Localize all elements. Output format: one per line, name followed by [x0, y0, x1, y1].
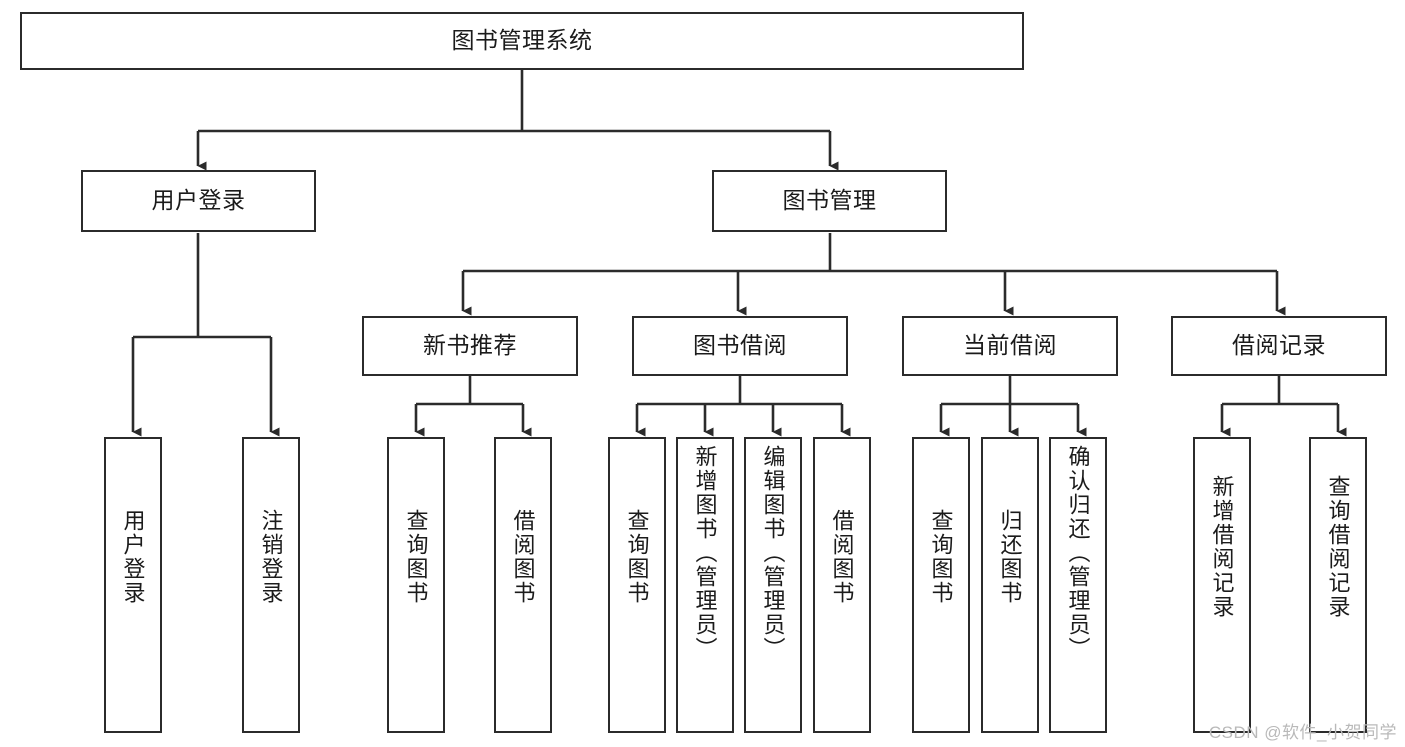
node-label: 确认归还（管理员）	[1065, 445, 1091, 661]
node-label: 新增借阅记录	[1209, 475, 1235, 619]
node-root-system[interactable]: 图书管理系统	[20, 12, 1024, 70]
node-user-login[interactable]: 用户登录	[81, 170, 316, 232]
csdn-watermark: CSDN @软件_小贺同学	[1208, 723, 1397, 742]
node-new-book-recommend[interactable]: 新书推荐	[362, 316, 578, 376]
node-book-management[interactable]: 图书管理	[712, 170, 947, 232]
node-label: 用户登录	[151, 187, 246, 214]
leaf-borrow-query-book[interactable]: 查询图书	[608, 437, 666, 733]
node-label: 编辑图书（管理员）	[760, 445, 786, 661]
node-label: 查询图书	[624, 509, 650, 605]
node-borrow-records[interactable]: 借阅记录	[1171, 316, 1387, 376]
leaf-current-return-book[interactable]: 归还图书	[981, 437, 1039, 733]
leaf-records-add-record[interactable]: 新增借阅记录	[1193, 437, 1251, 733]
leaf-borrow-add-book-admin[interactable]: 新增图书（管理员）	[676, 437, 734, 733]
node-label: 图书管理系统	[451, 27, 593, 54]
node-label: 借阅记录	[1232, 332, 1326, 359]
leaf-user-login-logout[interactable]: 注销登录	[242, 437, 300, 733]
leaf-borrow-edit-book-admin[interactable]: 编辑图书（管理员）	[744, 437, 802, 733]
leaf-current-confirm-return-admin[interactable]: 确认归还（管理员）	[1049, 437, 1107, 733]
node-label: 用户登录	[120, 509, 146, 605]
node-label: 图书管理	[782, 187, 877, 214]
node-label: 查询借阅记录	[1325, 475, 1351, 619]
leaf-new-book-borrow[interactable]: 借阅图书	[494, 437, 552, 733]
leaf-borrow-borrow-book[interactable]: 借阅图书	[813, 437, 871, 733]
leaf-records-query-record[interactable]: 查询借阅记录	[1309, 437, 1367, 733]
leaf-new-book-query[interactable]: 查询图书	[387, 437, 445, 733]
leaf-current-query-book[interactable]: 查询图书	[912, 437, 970, 733]
node-label: 借阅图书	[829, 509, 855, 605]
node-label: 新书推荐	[423, 332, 517, 359]
node-label: 查询图书	[403, 509, 429, 605]
node-current-borrow[interactable]: 当前借阅	[902, 316, 1118, 376]
node-label: 图书借阅	[693, 332, 787, 359]
node-label: 当前借阅	[963, 332, 1057, 359]
leaf-user-login-login[interactable]: 用户登录	[104, 437, 162, 733]
node-label: 借阅图书	[510, 509, 536, 605]
node-book-borrow[interactable]: 图书借阅	[632, 316, 848, 376]
node-label: 注销登录	[258, 509, 284, 605]
node-label: 归还图书	[997, 509, 1023, 605]
node-label: 新增图书（管理员）	[692, 445, 718, 661]
node-label: 查询图书	[928, 509, 954, 605]
